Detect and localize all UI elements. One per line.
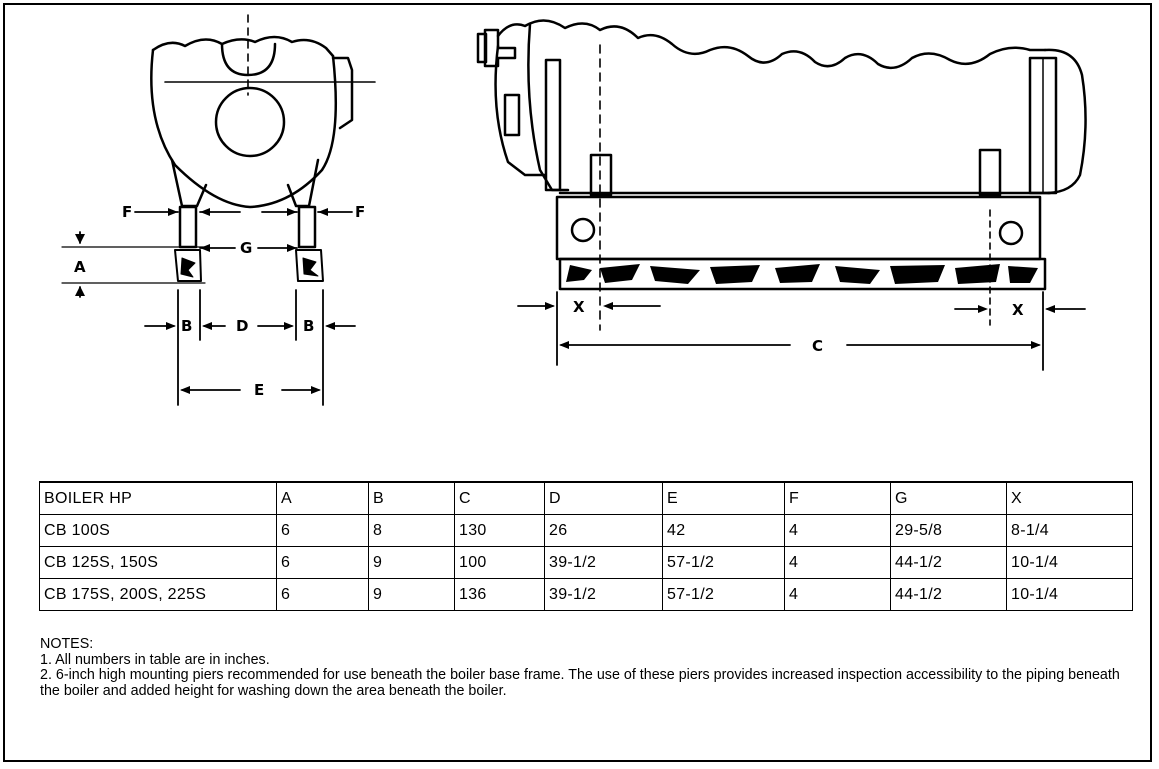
table-cell: 8 <box>368 514 455 547</box>
boiler-side-view <box>476 19 1087 331</box>
dim-label-d: D <box>236 317 248 335</box>
header-cell: X <box>1006 481 1133 515</box>
header-cell: B <box>368 481 455 515</box>
table-cell: 44-1/2 <box>890 546 1007 579</box>
table-row: CB 125S, 150S 6 9 100 39-1/2 57-1/2 4 44… <box>39 546 1133 579</box>
header-cell: F <box>784 481 891 515</box>
table-cell: 4 <box>784 514 891 547</box>
table-cell: CB 125S, 150S <box>39 546 277 579</box>
end-view-arrowheads <box>75 208 335 394</box>
table-cell: 57-1/2 <box>662 546 785 579</box>
notes-heading: NOTES: <box>40 636 94 652</box>
table-cell: CB 175S, 200S, 225S <box>39 578 277 611</box>
table-cell: 100 <box>454 546 545 579</box>
table-row: CB 100S 6 8 130 26 42 4 29-5/8 8-1/4 <box>39 514 1133 547</box>
table-cell: 6 <box>276 514 369 547</box>
header-cell: G <box>890 481 1007 515</box>
side-view-dimension-lines <box>517 291 1086 371</box>
table-cell: 44-1/2 <box>890 578 1007 611</box>
table-header-row: BOILER HP A B C D E F G X <box>39 481 1133 515</box>
dim-label-b-left: B <box>181 317 192 335</box>
end-view-dimension-lines <box>61 211 356 406</box>
table-cell: 10-1/4 <box>1006 546 1133 579</box>
dim-label-e: E <box>254 381 264 399</box>
dim-label-x-left: X <box>573 298 585 316</box>
table-cell: 130 <box>454 514 545 547</box>
table-cell: 10-1/4 <box>1006 578 1133 611</box>
dim-label-a: A <box>74 258 86 276</box>
dim-label-c: C <box>812 337 823 355</box>
dim-label-g: G <box>240 239 252 257</box>
page-frame <box>3 3 1152 762</box>
table-cell: 9 <box>368 546 455 579</box>
header-cell: D <box>544 481 663 515</box>
note-item: 2. 6-inch high mounting piers recommende… <box>40 667 1120 699</box>
dim-label-b-right: B <box>303 317 314 335</box>
table-cell: 57-1/2 <box>662 578 785 611</box>
table-cell: 136 <box>454 578 545 611</box>
table-cell: CB 100S <box>39 514 277 547</box>
table-cell: 39-1/2 <box>544 546 663 579</box>
table-cell: 4 <box>784 546 891 579</box>
dim-label-f-left: F <box>122 203 132 221</box>
table-cell: 4 <box>784 578 891 611</box>
table-cell: 29-5/8 <box>890 514 1007 547</box>
table-cell: 42 <box>662 514 785 547</box>
table-cell: 26 <box>544 514 663 547</box>
notes-section: NOTES: 1. All numbers in table are in in… <box>40 636 1130 699</box>
side-view-arrowheads <box>545 302 1055 349</box>
boiler-dimension-drawing: F F G A B D B E X X C <box>61 14 1087 406</box>
header-cell: C <box>454 481 545 515</box>
header-cell: A <box>276 481 369 515</box>
dim-label-f-right: F <box>355 203 365 221</box>
table-cell: 9 <box>368 578 455 611</box>
table-cell: 8-1/4 <box>1006 514 1133 547</box>
note-item: 1. All numbers in table are in inches. <box>40 651 270 668</box>
table-row: CB 175S, 200S, 225S 6 9 136 39-1/2 57-1/… <box>39 578 1133 611</box>
header-cell: BOILER HP <box>39 481 277 515</box>
table-cell: 6 <box>276 578 369 611</box>
boiler-end-view <box>150 14 376 282</box>
boiler-dimension-table: BOILER HP A B C D E F G X CB 100S 6 8 13… <box>39 481 1133 611</box>
table-cell: 39-1/2 <box>544 578 663 611</box>
header-cell: E <box>662 481 785 515</box>
table-cell: 6 <box>276 546 369 579</box>
dim-label-x-right: X <box>1012 301 1024 319</box>
